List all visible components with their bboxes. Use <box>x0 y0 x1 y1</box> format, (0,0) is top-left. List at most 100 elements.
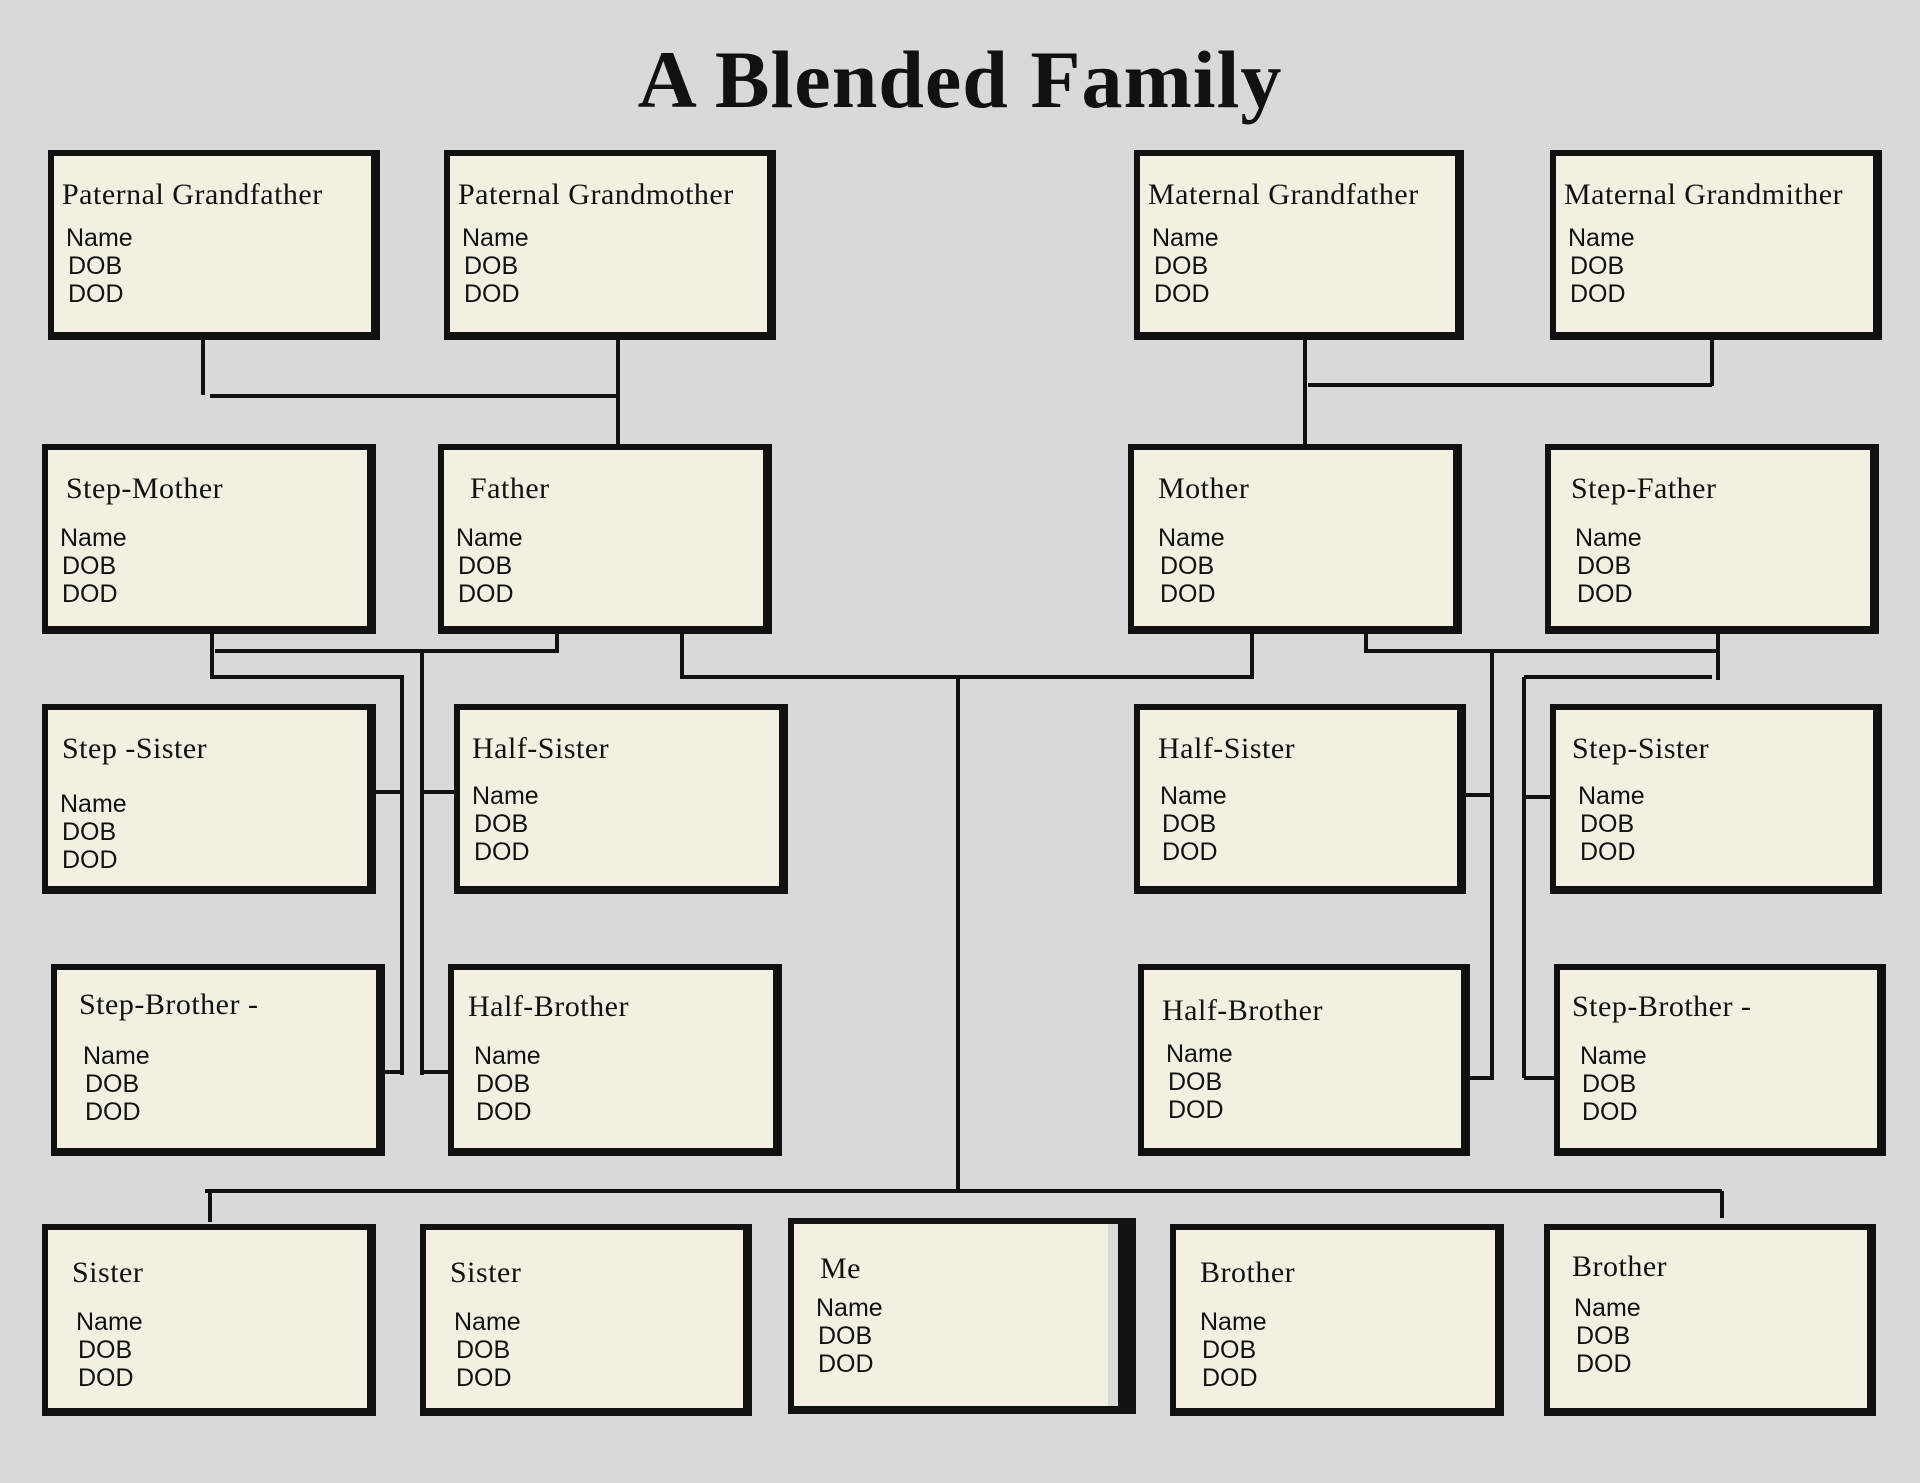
dob-label: DOB <box>458 552 513 580</box>
name-label: Name <box>1160 782 1227 810</box>
member-role: Brother <box>1200 1256 1296 1289</box>
member-role: Half-Sister <box>1158 732 1296 765</box>
dob-label: DOB <box>1582 1070 1637 1098</box>
dob-label: DOB <box>1202 1336 1257 1364</box>
name-label: Name <box>1200 1308 1267 1336</box>
connector-right-step <box>1522 626 1720 1080</box>
name-label: Name <box>462 224 529 252</box>
member-role: Step-Father <box>1571 472 1717 505</box>
dob-label: DOB <box>1154 252 1209 280</box>
name-label: Name <box>454 1308 521 1336</box>
name-label: Name <box>1578 782 1645 810</box>
dob-label: DOB <box>1576 1322 1631 1350</box>
dod-label: DOD <box>85 1098 141 1126</box>
name-label: Name <box>60 524 127 552</box>
dob-label: DOB <box>456 1336 511 1364</box>
connector-right-half <box>1364 626 1720 1080</box>
dod-label: DOD <box>62 846 118 874</box>
dob-label: DOB <box>1580 810 1635 838</box>
dob-label: DOB <box>1570 252 1625 280</box>
member-role: Sister <box>72 1256 144 1289</box>
member-role: Half-Brother <box>1162 994 1323 1027</box>
member-role: Step-Mother <box>66 472 224 505</box>
name-label: Name <box>816 1294 883 1322</box>
dod-label: DOD <box>1580 838 1636 866</box>
name-label: Name <box>1152 224 1219 252</box>
name-label: Name <box>76 1308 143 1336</box>
member-role: Step -Sister <box>62 732 208 765</box>
dod-label: DOD <box>458 580 514 608</box>
dob-label: DOB <box>1577 552 1632 580</box>
member-role: Brother <box>1572 1250 1668 1283</box>
connector-siblings <box>205 1189 1724 1222</box>
dod-label: DOD <box>476 1098 532 1126</box>
dod-label: DOD <box>1202 1364 1258 1392</box>
dod-label: DOD <box>1577 580 1633 608</box>
dob-label: DOB <box>68 252 123 280</box>
name-label: Name <box>1568 224 1635 252</box>
member-role: Me <box>820 1252 861 1285</box>
dob-label: DOB <box>474 810 529 838</box>
member-role: Sister <box>450 1256 522 1289</box>
dod-label: DOD <box>68 280 124 308</box>
dod-label: DOD <box>1570 280 1626 308</box>
dob-label: DOB <box>78 1336 133 1364</box>
name-label: Name <box>1580 1042 1647 1070</box>
member-role: Paternal Grandfather <box>62 178 323 211</box>
dod-label: DOD <box>62 580 118 608</box>
name-label: Name <box>83 1042 150 1070</box>
member-role: Half-Sister <box>472 732 610 765</box>
dod-label: DOD <box>1168 1096 1224 1124</box>
dob-label: DOB <box>85 1070 140 1098</box>
member-role: Step-Brother - <box>1572 990 1752 1023</box>
page-title: A Blended Family <box>637 34 1283 125</box>
dod-label: DOD <box>456 1364 512 1392</box>
name-label: Name <box>1574 1294 1641 1322</box>
dob-label: DOB <box>62 818 117 846</box>
name-label: Name <box>1158 524 1225 552</box>
connector-maternal-grandparents <box>1303 340 1714 444</box>
name-label: Name <box>472 782 539 810</box>
dod-label: DOD <box>78 1364 134 1392</box>
connector-left-half <box>215 626 559 1075</box>
